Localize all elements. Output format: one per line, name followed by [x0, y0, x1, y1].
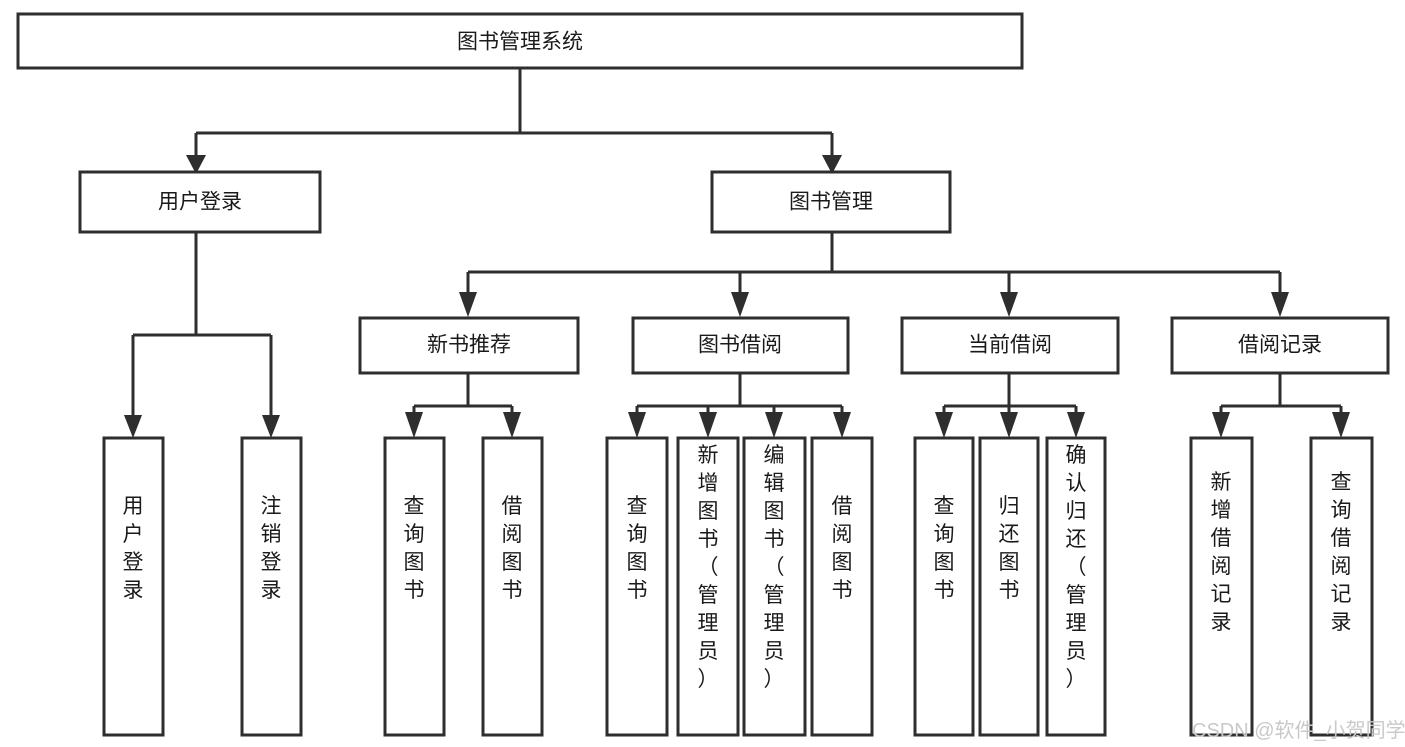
- node-root[interactable]: 图书管理系统: [16, 12, 1024, 70]
- node-book-manage-box[interactable]: [710, 170, 952, 234]
- node-user-login-label: 用户登录: [158, 191, 242, 214]
- node-root-label: 图书管理系统: [457, 31, 583, 54]
- node-new-book-recommend-label: 新书推荐: [427, 334, 511, 357]
- node-current-borrow-box[interactable]: [900, 316, 1120, 375]
- arrow-bm-c1: [459, 292, 477, 317]
- node-book-borrow-label: 图书借阅: [698, 334, 782, 357]
- node-book-borrow[interactable]: 图书借阅: [631, 316, 850, 375]
- leaf-borrow-book-1-label: 借阅图书: [502, 495, 523, 602]
- edge-layer: [124, 68, 1350, 438]
- node-borrow-record-box[interactable]: [1170, 316, 1390, 375]
- leaf-confirm-return-label: 确认归还（管理员）: [1066, 444, 1087, 691]
- leaf-borrow-book-2[interactable]: 借阅图书: [810, 436, 874, 737]
- leaf-add-book-label: 新增图书（管理员）: [698, 444, 719, 691]
- leaf-confirm-return[interactable]: 确认归还（管理员）: [1045, 436, 1107, 737]
- arrow-bb-l3: [765, 412, 783, 438]
- leaf-query-book-2-label: 查询图书: [627, 495, 648, 602]
- leaf-return-book-label: 归还图书: [999, 495, 1020, 602]
- arrow-nbr-l1: [405, 412, 423, 438]
- leaf-borrow-book-1-box[interactable]: [481, 436, 544, 737]
- leaf-user-login-label: 用户登录: [123, 495, 144, 602]
- leaf-query-book-2[interactable]: 查询图书: [605, 436, 669, 737]
- leaf-confirm-return-box[interactable]: [1045, 436, 1107, 737]
- leaf-edit-book-box[interactable]: [742, 436, 807, 737]
- leaf-edit-book[interactable]: 编辑图书（管理员）: [742, 436, 807, 737]
- leaf-query-record-label: 查询借阅记录: [1331, 471, 1352, 634]
- arrow-bb-l2: [699, 412, 717, 438]
- arrow-userlogin-l1: [124, 415, 142, 438]
- leaf-user-logout[interactable]: 注销登录: [240, 436, 303, 737]
- leaf-query-book-1-box[interactable]: [383, 436, 446, 737]
- arrow-cb-l2: [1000, 412, 1018, 438]
- arrow-root-to-book-manage: [822, 155, 842, 174]
- leaf-query-record-box[interactable]: [1309, 436, 1374, 737]
- arrow-br-l1: [1212, 412, 1230, 438]
- leaf-edit-book-label: 编辑图书（管理员）: [764, 444, 785, 691]
- leaf-user-login-box[interactable]: [102, 436, 165, 737]
- csdn-watermark: CSDN @软件_小贺同学: [1192, 719, 1405, 742]
- node-book-manage[interactable]: 图书管理: [710, 170, 952, 234]
- leaf-add-record-box[interactable]: [1189, 436, 1254, 737]
- leaf-add-book[interactable]: 新增图书（管理员）: [676, 436, 740, 737]
- leaf-query-book-1-label: 查询图书: [404, 495, 425, 602]
- leaf-query-book-3[interactable]: 查询图书: [913, 436, 975, 737]
- leaf-user-logout-box[interactable]: [240, 436, 303, 737]
- leaf-borrow-book-2-label: 借阅图书: [832, 495, 853, 602]
- node-book-manage-label: 图书管理: [789, 191, 873, 214]
- leaf-query-record[interactable]: 查询借阅记录: [1309, 436, 1374, 737]
- arrow-nbr-l2: [503, 412, 521, 438]
- node-book-borrow-box[interactable]: [631, 316, 850, 375]
- arrow-cb-l1: [935, 412, 953, 438]
- node-current-borrow-label: 当前借阅: [968, 334, 1052, 357]
- arrow-bm-c4: [1271, 292, 1289, 317]
- leaf-user-login[interactable]: 用户登录: [102, 436, 165, 737]
- leaf-return-book[interactable]: 归还图书: [978, 436, 1040, 737]
- leaf-borrow-book-2-box[interactable]: [810, 436, 874, 737]
- node-user-login-box[interactable]: [78, 170, 322, 234]
- arrow-bb-l1: [628, 412, 646, 438]
- node-borrow-record[interactable]: 借阅记录: [1170, 316, 1390, 375]
- leaf-query-book-3-box[interactable]: [913, 436, 975, 737]
- arrow-br-l2: [1332, 412, 1350, 438]
- arrow-userlogin-l2: [262, 415, 280, 438]
- arrow-cb-l3: [1067, 412, 1085, 438]
- leaf-user-logout-label: 注销登录: [261, 495, 282, 602]
- leaf-add-record[interactable]: 新增借阅记录: [1189, 436, 1254, 737]
- leaf-return-book-box[interactable]: [978, 436, 1040, 737]
- leaf-borrow-book-1[interactable]: 借阅图书: [481, 436, 544, 737]
- node-new-book-recommend-box[interactable]: [358, 316, 580, 375]
- arrow-bb-l4: [833, 412, 851, 438]
- arrow-root-to-user-login: [186, 155, 206, 174]
- leaf-query-book-3-label: 查询图书: [934, 495, 955, 602]
- leaf-query-book-2-box[interactable]: [605, 436, 669, 737]
- node-new-book-recommend[interactable]: 新书推荐: [358, 316, 580, 375]
- leaf-query-book-1[interactable]: 查询图书: [383, 436, 446, 737]
- node-current-borrow[interactable]: 当前借阅: [900, 316, 1120, 375]
- node-user-login[interactable]: 用户登录: [78, 170, 322, 234]
- node-borrow-record-label: 借阅记录: [1238, 334, 1322, 357]
- node-root-box[interactable]: [16, 12, 1024, 70]
- arrow-bm-c3: [1000, 292, 1018, 317]
- leaf-add-record-label: 新增借阅记录: [1211, 471, 1232, 634]
- leaf-add-book-box[interactable]: [676, 436, 740, 737]
- arrow-bm-c2: [731, 292, 749, 317]
